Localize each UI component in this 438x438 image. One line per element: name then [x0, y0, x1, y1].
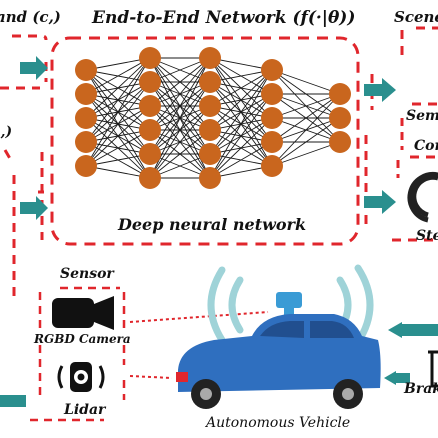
nn-node [75, 59, 97, 81]
cor-label: Cor [414, 138, 438, 154]
nn-node [199, 143, 221, 165]
arrow-right-top [364, 78, 396, 102]
arrow-brake-in [388, 322, 438, 338]
nn-node [199, 47, 221, 69]
nn-node [261, 131, 283, 153]
nn-edge [271, 93, 341, 143]
nn-edge [209, 69, 273, 155]
nn-edge [209, 117, 273, 179]
steering-wheel-icon [407, 171, 438, 223]
lidar-icon [57, 362, 105, 392]
nn-node [261, 83, 283, 105]
nn-node [139, 119, 161, 141]
camera-icon [52, 296, 114, 330]
arrow-left-top [20, 56, 48, 80]
nn-edge [209, 69, 273, 107]
nn-edge [85, 81, 151, 167]
nn-node [139, 167, 161, 189]
scene-label: Scene [394, 8, 438, 26]
nn-node [139, 143, 161, 165]
nn-node [139, 95, 161, 117]
nn-edge [85, 57, 151, 167]
arrow-left-mid [20, 196, 48, 220]
nn-edge [271, 93, 341, 167]
nn-node [329, 107, 351, 129]
lidar-label: Lidar [64, 402, 106, 418]
nn-edge [271, 141, 341, 167]
brake-label: Brak [404, 381, 438, 397]
nn-node [139, 47, 161, 69]
left-mid-frame [3, 149, 44, 300]
nn-node [75, 155, 97, 177]
nn-edge [209, 141, 273, 179]
arrow-right-mid [364, 190, 396, 214]
nn-edge [149, 57, 211, 131]
nn-edge [85, 129, 151, 167]
left-mid-label: ),) [0, 124, 13, 140]
sensor-label: Sensor [60, 266, 114, 282]
sensor-frame [30, 286, 126, 422]
nn-edge [271, 93, 341, 119]
left-top-label: and (c,) [0, 8, 61, 26]
autonomous-vehicle-label: Autonomous Vehicle [206, 415, 351, 431]
network-title: End-to-End Network (f(·|θ)) [92, 8, 356, 28]
right-scene-frame [364, 26, 438, 242]
nn-node [329, 131, 351, 153]
nn-edge [85, 57, 151, 95]
nn-nodes [75, 47, 351, 189]
rgbd-camera-label: RGBD Camera [34, 332, 131, 346]
nn-edge [271, 69, 341, 95]
nn-node [75, 83, 97, 105]
nn-edge [209, 69, 273, 131]
nn-edge [149, 81, 211, 179]
nn-node [261, 155, 283, 177]
network-frame [50, 36, 360, 246]
nn-edge [85, 57, 151, 143]
nn-node [199, 71, 221, 93]
nn-node [75, 107, 97, 129]
steering-label: Ste [416, 228, 438, 244]
nn-edge [85, 57, 151, 119]
semantic-label: Sem [406, 108, 438, 124]
sensor-links [129, 311, 269, 379]
left-top-frame [0, 34, 48, 90]
nn-edge [149, 129, 211, 179]
scene-bracket [396, 118, 404, 178]
nn-node [75, 131, 97, 153]
arrow-bottom-left [0, 395, 26, 407]
car-icon [176, 292, 381, 409]
nn-node [199, 119, 221, 141]
nn-edge [209, 93, 273, 179]
nn-node [199, 167, 221, 189]
nn-node [199, 95, 221, 117]
dnn-label: Deep neural network [118, 215, 307, 234]
arrow-brake-out [384, 371, 410, 385]
nn-edge [149, 105, 211, 179]
nn-edge [149, 57, 211, 155]
nn-node [329, 83, 351, 105]
nn-node [139, 71, 161, 93]
nn-node [261, 107, 283, 129]
brake-icon [428, 350, 438, 388]
nn-edge [209, 69, 273, 179]
nn-node [261, 59, 283, 81]
nn-edge [149, 57, 211, 107]
nn-edge [271, 117, 341, 167]
nn-edge [85, 105, 151, 167]
